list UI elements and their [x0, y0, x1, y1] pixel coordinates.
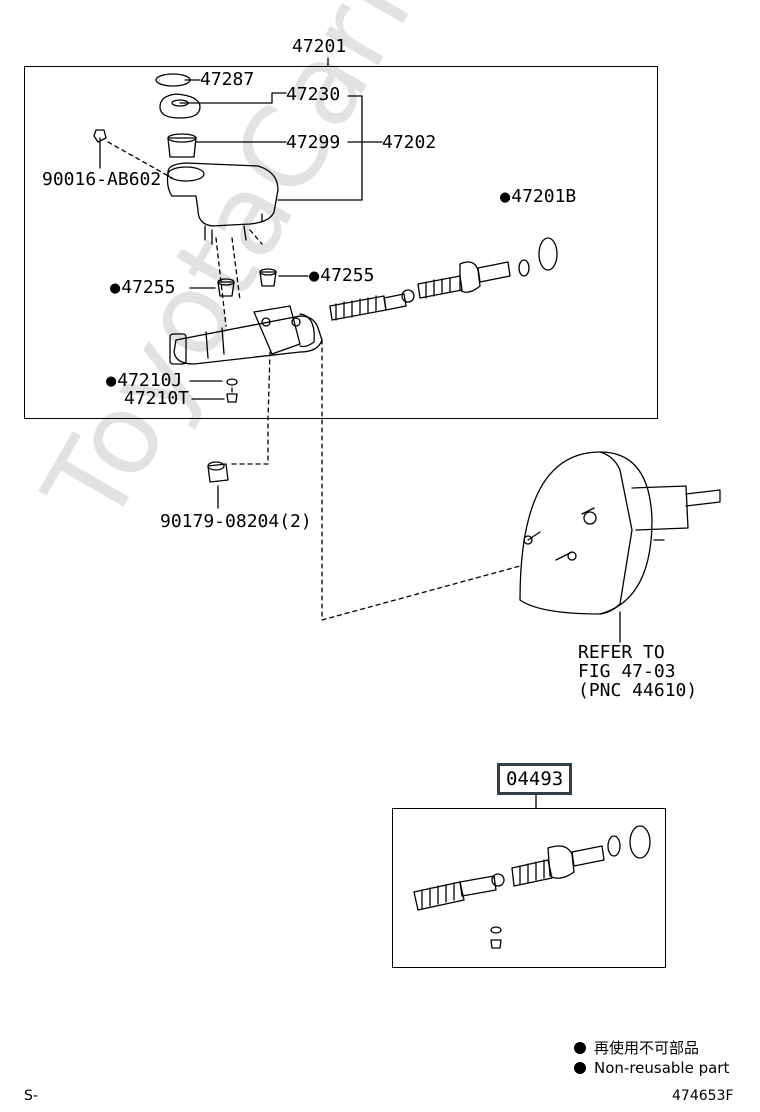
strainer-47299: [167, 137, 197, 158]
grommet-left: [217, 281, 235, 297]
grommet-right: [259, 271, 277, 287]
kit-piston-assembly: [413, 825, 651, 949]
gasket-47287: [155, 73, 191, 87]
piston-assembly: [329, 259, 530, 321]
leader-47230: [179, 92, 287, 104]
refer-line-1: REFER TO: [578, 642, 665, 663]
label-47201b: 47201B: [500, 188, 576, 206]
reservoir-47202: [166, 162, 279, 227]
label-47255-left: 47255: [110, 279, 175, 297]
label-47230: 47230: [286, 84, 341, 105]
label-47202: 47202: [382, 132, 437, 153]
label-47210j: 47210J: [106, 372, 182, 390]
leader-47202-assy: [277, 95, 363, 201]
label-47255-right: 47255: [309, 267, 374, 285]
illustration-number: 474653F: [672, 1088, 734, 1104]
label-47210t: 47210T: [124, 388, 190, 409]
label-90016-ab602: 90016-AB602: [42, 169, 162, 190]
bullet-icon: [574, 1042, 586, 1054]
refer-line-2: FIG 47-03: [578, 661, 676, 682]
label-47299: 47299: [286, 132, 341, 153]
oring-47201b: [538, 237, 558, 271]
footer-left-code: S-: [24, 1088, 38, 1104]
refer-line-3: (PNC 44610): [578, 680, 698, 701]
brake-booster: [519, 451, 721, 615]
legend-japanese: 再使用不可部品: [574, 1038, 699, 1058]
label-47201: 47201: [292, 36, 347, 57]
label-47287: 47287: [200, 69, 255, 90]
label-90179-08204: 90179-08204(2): [160, 511, 312, 532]
master-cylinder-body: [173, 315, 323, 365]
kit-frame: [392, 808, 666, 968]
gasket-47210j: [226, 378, 238, 386]
plug-47210t: [226, 393, 238, 403]
cap-47230: [159, 93, 201, 119]
assembly-frame: [24, 66, 658, 419]
kit-part-number: 04493: [497, 763, 573, 795]
bullet-icon: [574, 1062, 586, 1074]
sleeve-90179: [207, 463, 229, 483]
legend-english: Non-reusable part: [574, 1058, 729, 1078]
screw-90016: [93, 129, 107, 143]
